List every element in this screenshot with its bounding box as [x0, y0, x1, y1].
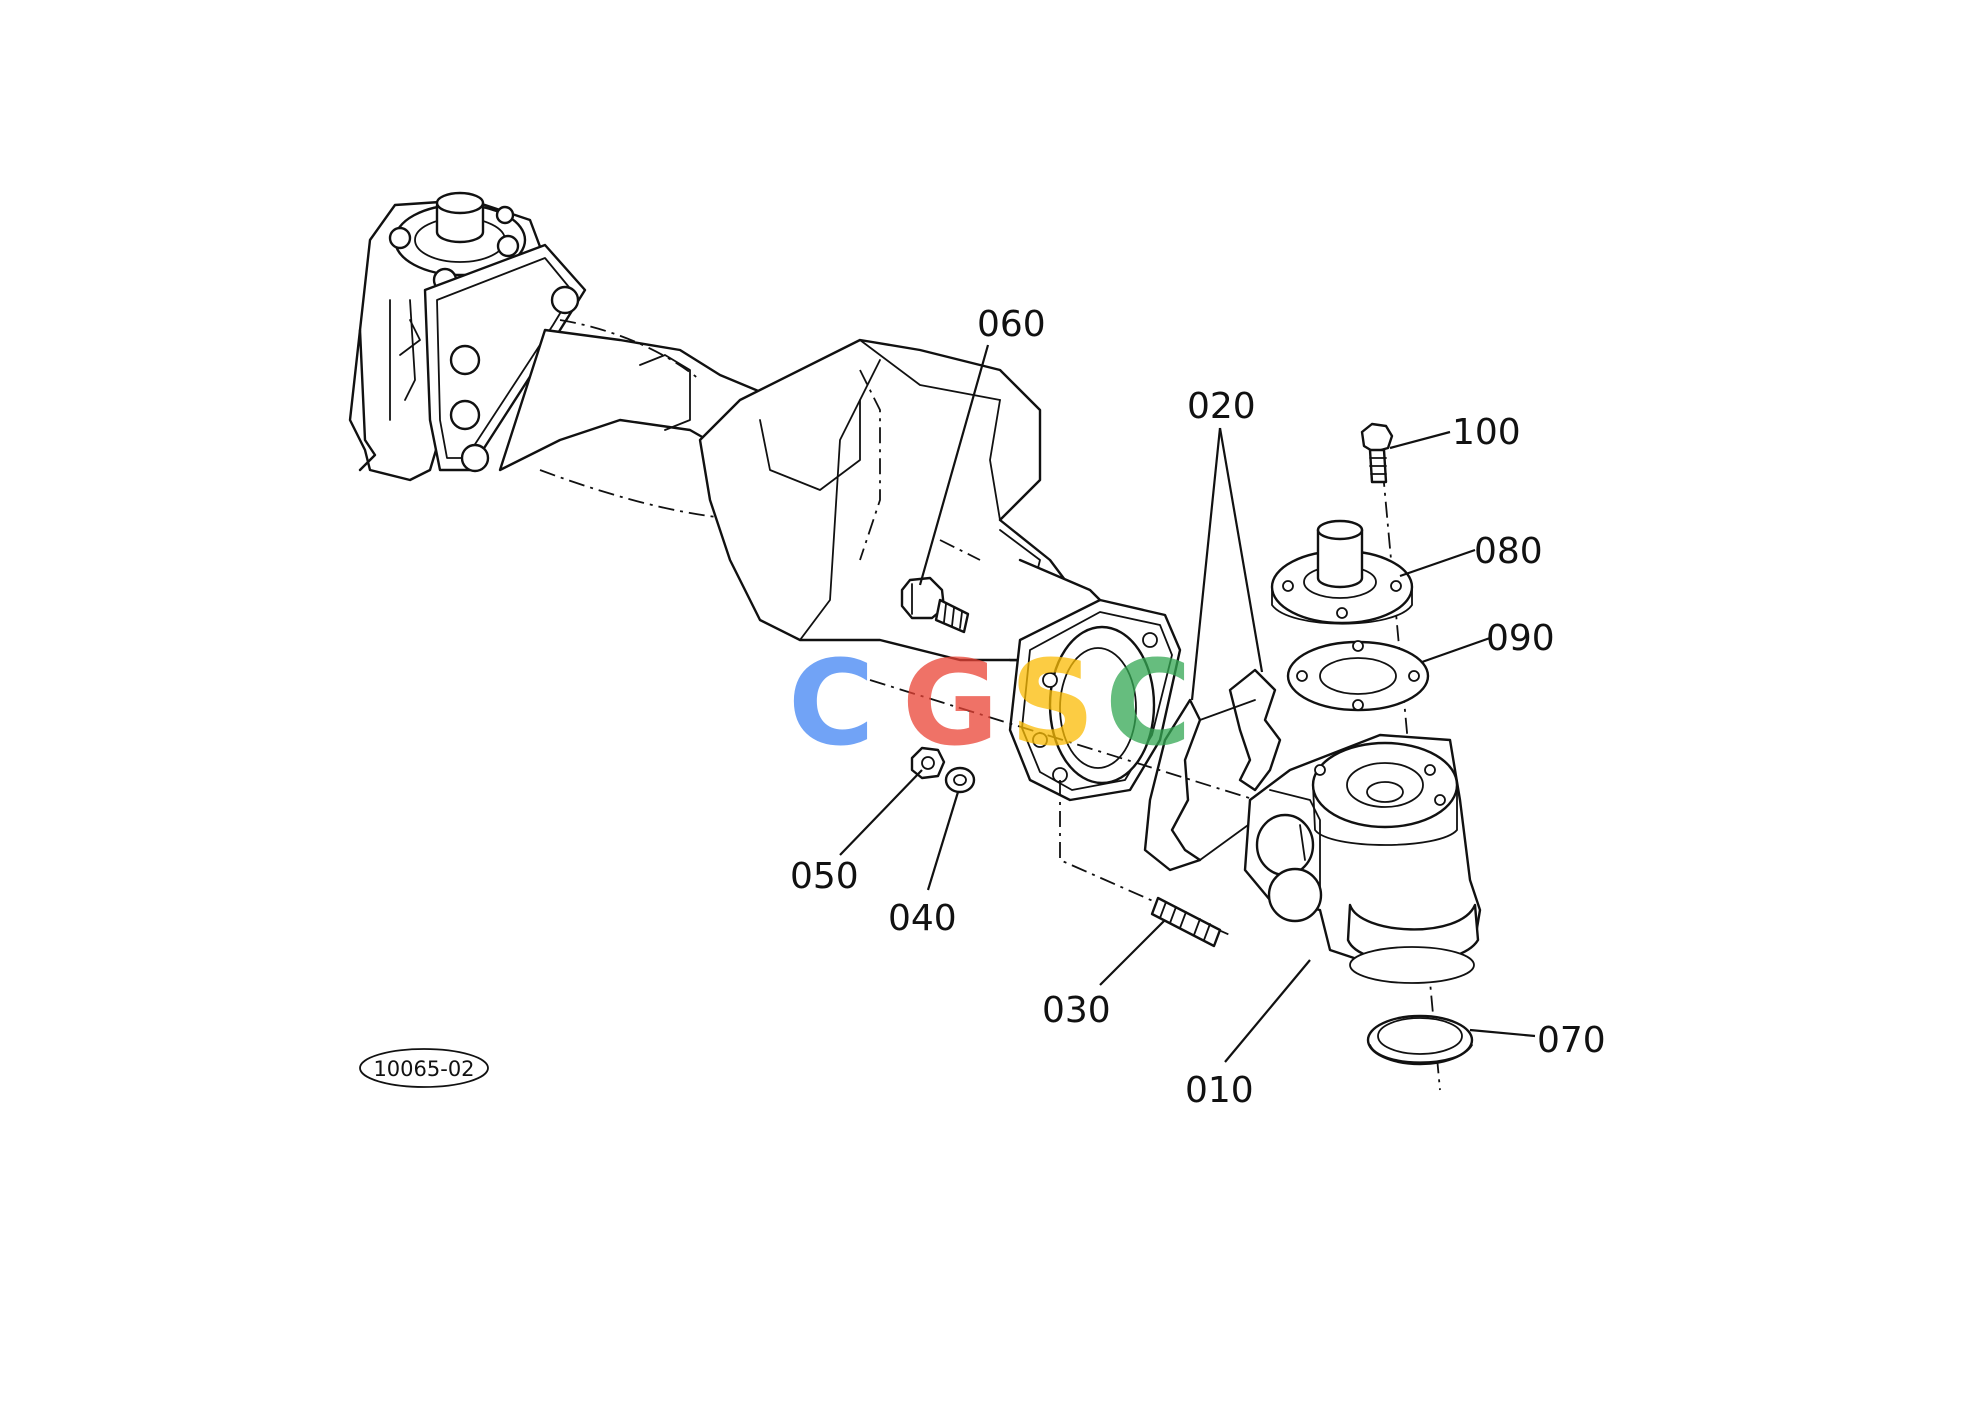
reference-code-badge: 10065-02: [359, 1048, 489, 1088]
shim-gasket: [1143, 668, 1282, 872]
axle-housing: [348, 191, 1102, 662]
callout-060: 060: [977, 304, 1046, 345]
callout-050: 050: [790, 856, 859, 897]
callout-090: 090: [1486, 618, 1555, 659]
gasket-090: [1286, 640, 1430, 712]
callout-labels: 060 020 100 080 090 050 040 030 010 070: [790, 304, 1606, 1111]
kingpin-cap-080: [1270, 519, 1414, 625]
callout-070: 070: [1537, 1020, 1606, 1061]
reference-code: 10065-02: [373, 1057, 474, 1081]
seal-ring-070: [1366, 1014, 1474, 1066]
watermark-logo: C G S C: [788, 634, 1192, 772]
callout-080: 080: [1474, 531, 1543, 572]
kingpin-axis-line: [1379, 439, 1441, 1091]
stud-030: [1150, 896, 1222, 948]
callout-020: 020: [1187, 386, 1256, 427]
callout-100: 100: [1452, 412, 1521, 453]
callout-leaders: [839, 344, 1536, 1063]
bolt-100: [1360, 422, 1394, 484]
callout-030: 030: [1042, 990, 1111, 1031]
bolt-060: [900, 576, 970, 634]
callout-040: 040: [888, 898, 957, 939]
watermark-letter-1: C: [788, 634, 875, 772]
watermark-letter-2: G: [902, 634, 999, 772]
lockwasher-040: [944, 766, 976, 794]
callout-010: 010: [1185, 1070, 1254, 1111]
knuckle-010: [1243, 733, 1482, 984]
watermark-letter-4: C: [1105, 634, 1192, 772]
watermark-letter-3: S: [1010, 634, 1095, 772]
